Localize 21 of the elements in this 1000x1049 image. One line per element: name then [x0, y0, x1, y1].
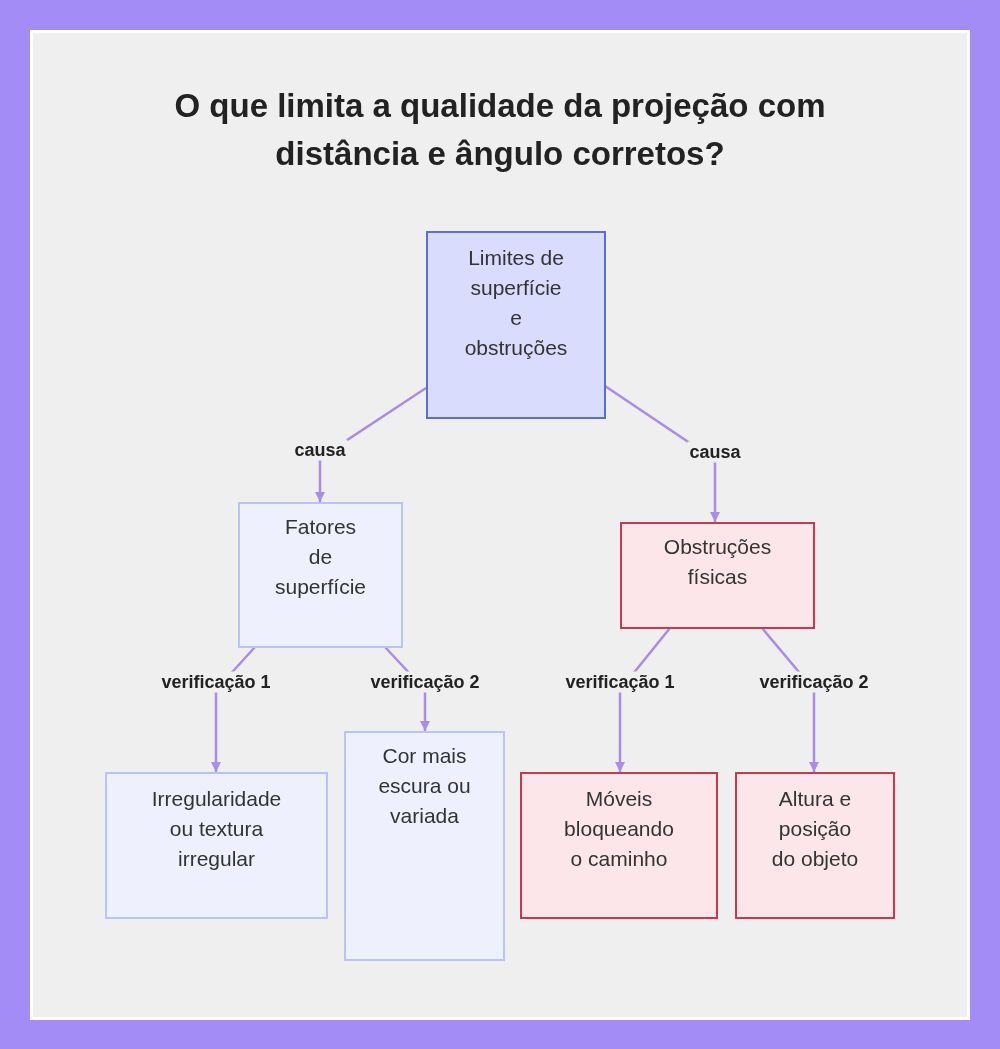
process-box — [620, 522, 815, 629]
process-box — [520, 772, 718, 919]
edge-label: causa — [687, 441, 743, 463]
edge-label: verificação 1 — [159, 671, 273, 693]
process-box — [735, 772, 895, 919]
edge-label: verificação 2 — [368, 671, 482, 693]
node-text: Limites de superfície e obstruções — [463, 245, 569, 361]
process-box — [344, 731, 505, 961]
node-text: Móveis bloqueando o caminho — [563, 786, 675, 872]
edge-label: verificação 1 — [563, 671, 677, 693]
edge-label: verificação 2 — [757, 671, 871, 693]
node-text: Obstruções físicas — [662, 534, 773, 590]
node-text: Altura e posição do objeto — [770, 786, 860, 872]
process-box — [238, 502, 403, 648]
title: O que limita a qualidade da projeção com distância e ângulo corretos? — [173, 86, 827, 174]
node-text: Cor mais escura ou variada — [377, 743, 472, 829]
node-text: Irregularidade ou textura irregular — [150, 786, 283, 872]
process-box — [426, 231, 606, 419]
node-text: Fatores de superfície — [273, 514, 367, 600]
edge-label: causa — [292, 439, 348, 461]
process-box — [105, 772, 328, 919]
